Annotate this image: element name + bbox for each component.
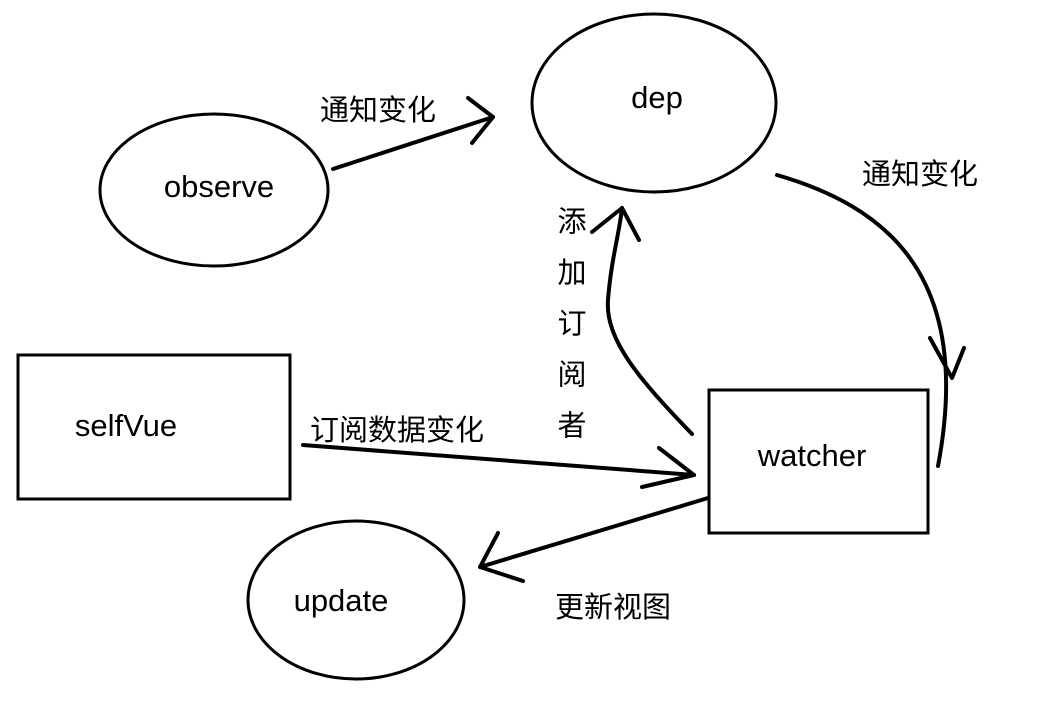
node-selfvue: selfVue — [16, 353, 292, 501]
edge-watcher-to-update-label: 更新视图 — [555, 590, 671, 624]
edge-selfvue-to-watcher: 订阅数据变化 — [301, 413, 696, 489]
watcher-rect — [707, 388, 930, 535]
selfvue-rect — [16, 353, 292, 501]
edge-dep-to-watcher: 通知变化 — [775, 157, 978, 468]
edge-observe-to-dep-label: 通知变化 — [320, 93, 436, 127]
edge-watcher-to-dep: 添加订阅者 — [553, 206, 694, 461]
observe-ellipse — [98, 112, 330, 268]
edge-dep-to-watcher-line — [775, 173, 949, 468]
edge-watcher-to-dep-arrowhead — [590, 206, 641, 242]
node-update: update — [246, 519, 466, 681]
edge-observe-to-dep: 通知变化 — [320, 93, 495, 171]
node-observe: observe — [98, 112, 330, 268]
edge-observe-to-dep-line — [331, 115, 495, 171]
edge-watcher-to-update-line — [478, 496, 710, 569]
edge-watcher-to-update-arrowhead — [478, 531, 525, 583]
node-watcher: watcher — [707, 388, 930, 535]
edge-selfvue-to-watcher-line — [301, 443, 696, 477]
node-dep: dep — [530, 12, 778, 194]
edge-observe-to-dep-arrowhead — [466, 96, 495, 145]
observe-label: observe — [164, 169, 274, 204]
watcher-label: watcher — [757, 438, 867, 473]
edge-watcher-to-update: 更新视图 — [478, 496, 710, 624]
dep-label: dep — [631, 80, 683, 115]
update-ellipse — [246, 519, 466, 681]
edge-watcher-to-dep-label: 添加订阅者 — [553, 206, 587, 461]
selfvue-label: selfVue — [75, 408, 177, 443]
update-label: update — [294, 583, 389, 618]
edge-selfvue-to-watcher-label: 订阅数据变化 — [310, 413, 484, 447]
edge-watcher-to-dep-line — [605, 206, 694, 436]
edge-dep-to-watcher-arrowhead — [928, 336, 966, 380]
dep-ellipse — [530, 12, 778, 194]
edge-selfvue-to-watcher-arrowhead — [640, 446, 696, 489]
edge-dep-to-watcher-label: 通知变化 — [862, 157, 978, 191]
